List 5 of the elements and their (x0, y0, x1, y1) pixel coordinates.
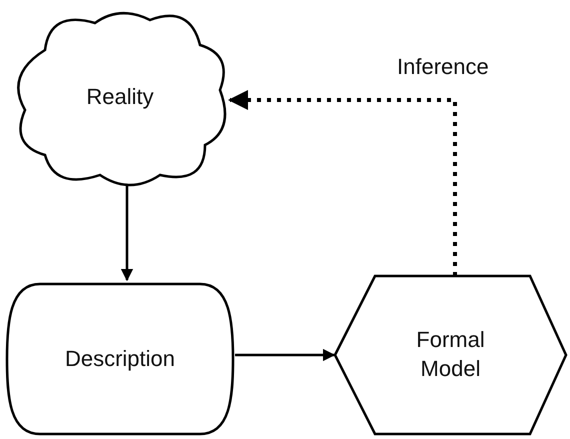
arrow (235, 348, 336, 362)
node-label: Reality (86, 83, 154, 112)
node-label: Formal Model (415, 326, 486, 383)
node-label: Description (64, 344, 176, 373)
arrow (228, 90, 457, 276)
